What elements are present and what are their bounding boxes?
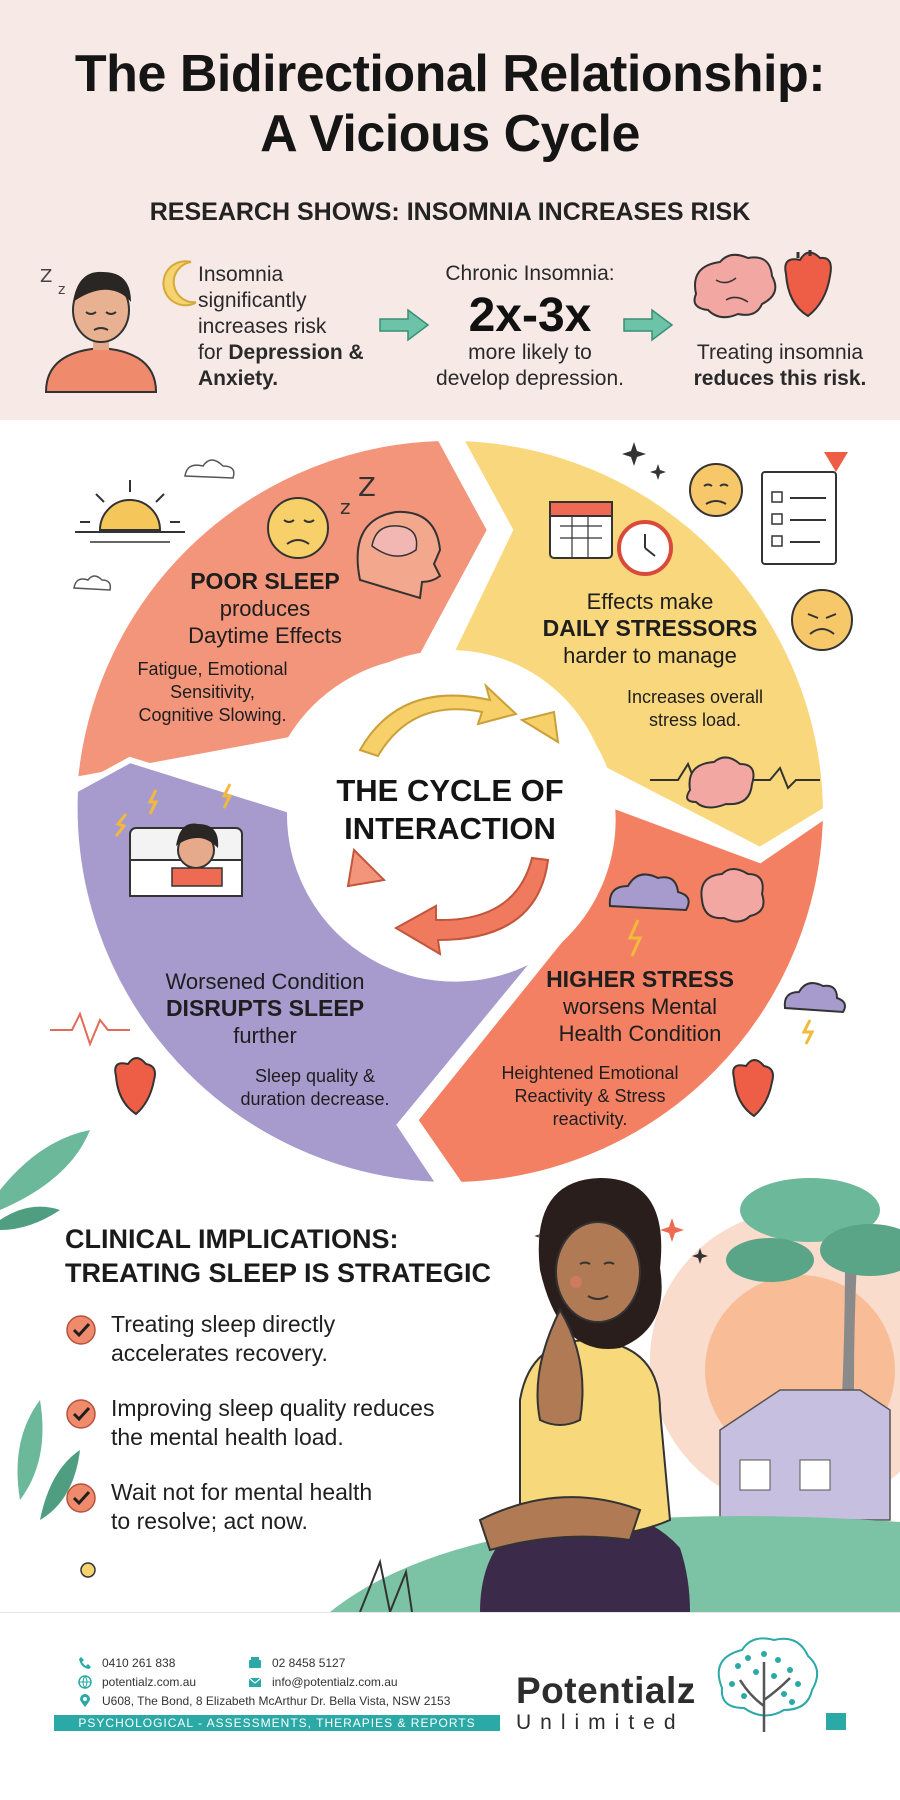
brain-icon [700,868,765,923]
cycle-center-title: THE CYCLE OF INTERACTION [336,773,564,846]
svg-text:z: z [58,282,65,298]
segment-poor-sleep-text: POOR SLEEP produces Daytime Effects [188,568,342,648]
header-banner [0,0,900,420]
insomnia-risk-text: Insomnia significantly increases risk fo… [198,263,364,390]
research-subtitle: RESEARCH SHOWS: INSOMNIA INCREASES RISK [149,198,751,226]
segment-poor-sleep-detail: Fatigue, Emotional Sensitivity, Cognitiv… [137,659,288,725]
thinking-woman-icon [478,1178,690,1612]
brain-heart-icon [693,250,832,319]
arrow-right-icon [379,308,430,342]
brain-tree-logo-icon [717,1637,819,1732]
sad-face-icon [267,497,329,559]
footer-tagline: PSYCHOLOGICAL - ASSESSMENTS, THERAPIES &… [54,1715,500,1731]
svg-text:Z: Z [40,266,52,287]
mail-icon [248,1677,262,1687]
fax-icon [249,1657,261,1668]
footer-email[interactable]: info@potentialz.com.au [248,1675,398,1689]
cycle-arrow-bottom [393,856,550,956]
stat-value: 2x-3x [468,289,592,342]
sleepy-person-icon: Z z [40,260,196,393]
check-circle-icon [66,1315,96,1345]
worried-face-icon [689,463,743,517]
stressed-woman-bed-icon [114,783,243,897]
footer-phone[interactable]: 0410 261 838 [78,1656,175,1670]
brand-name: Potentialz [516,1670,696,1711]
segment-disrupts-sleep-text: Worsened Condition DISRUPTS SLEEP furthe… [165,969,365,1048]
head-brain-icon: z Z [340,473,442,600]
footer-website[interactable]: potentialz.com.au [78,1675,196,1689]
segment-daily-stressors-detail: Increases overall stress load. [626,687,764,730]
stat-label: Chronic Insomnia: [445,262,615,285]
page-title: The Bidirectional Relationship: A Viciou… [74,45,826,163]
svg-text:z: z [340,495,351,519]
segment-higher-stress-text: HIGHER STRESS worsens Mental Health Cond… [546,966,734,1046]
check-circle-icon [66,1483,96,1513]
segment-daily-stressors-text: Effects make DAILY STRESSORS harder to m… [542,589,758,668]
stat-subtext: more likely to develop depression. [436,341,624,390]
cycle-diagram: z Z [50,434,853,1189]
pulse-line-icon [50,1011,130,1047]
heart-icon [114,1057,774,1118]
sun-icon [75,480,185,543]
checklist-icon [761,452,848,565]
check-circle-icon [66,1399,96,1429]
cycle-arrow-top [358,682,519,758]
calendar-icon [549,501,613,559]
arrow-right-icon [623,308,674,342]
globe-icon [78,1675,92,1689]
cloud-icon [73,459,235,591]
landscape-illustration [0,1130,900,1612]
clock-icon [617,520,673,576]
clinical-title: CLINICAL IMPLICATIONS: TREATING SLEEP IS… [65,1224,492,1288]
brand-accent-square [826,1713,846,1730]
cycle-arrow-left [346,847,387,888]
brand-sub: Unlimited [516,1711,685,1734]
segment-disrupts-sleep-detail: Sleep quality & duration decrease. [240,1066,390,1109]
sparkle-icon [622,442,666,480]
svg-text:Z: Z [358,473,376,503]
stressed-face-icon [791,589,853,651]
cycle-arrow-right [519,710,560,744]
storm-cloud-icon [608,873,846,1045]
footer-address: U608, The Bond, 8 Elizabeth McArthur Dr.… [78,1694,450,1708]
segment-higher-stress-detail: Heightened Emotional Reactivity & Stress… [501,1063,679,1129]
treating-text: Treating insomnia reduces this risk. [693,341,867,390]
brain-pulse-icon [650,756,820,809]
phone-icon [79,1657,91,1669]
location-pin-icon [80,1694,90,1707]
footer-fax[interactable]: 02 8458 5127 [248,1656,345,1670]
